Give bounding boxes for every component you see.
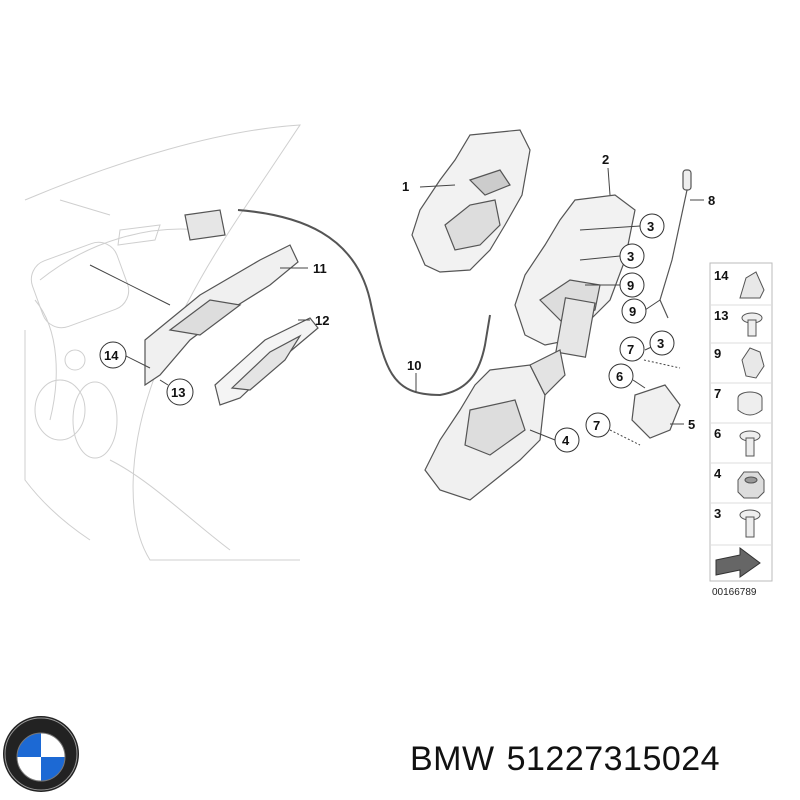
callout-10: 10 [407, 358, 421, 373]
leader-3a [579, 225, 641, 231]
callout-3a: 3 [647, 219, 654, 234]
callout-5: 5 [688, 417, 695, 432]
legend-nut-4-icon [737, 471, 765, 499]
bmw-logo [3, 716, 79, 792]
part-number: 51227315024 [506, 740, 721, 778]
part-2-door-lock [514, 194, 636, 358]
legend-screw-6-icon [739, 430, 761, 457]
callout-7b: 7 [593, 418, 600, 433]
legend-14: 14 [714, 268, 729, 283]
callout-circle-6 [608, 363, 634, 389]
legend-3: 3 [714, 506, 721, 521]
legend-7: 7 [714, 386, 721, 401]
callout-4: 4 [562, 433, 570, 448]
leader-14 [125, 355, 151, 369]
brand-name: BMW [410, 740, 495, 778]
leader-13 [159, 379, 169, 386]
part-caption: BMW 51227315024 [410, 740, 720, 779]
callout-circle-3b [619, 243, 645, 269]
callout-circle-9b [621, 298, 647, 324]
callout-12: 12 [315, 313, 329, 328]
callout-circle-3a [639, 213, 665, 239]
legend-4: 4 [714, 466, 722, 481]
leader-7a [643, 359, 681, 369]
callout-1: 1 [402, 179, 409, 194]
leader-3b [579, 255, 621, 261]
part-12-trim [214, 317, 319, 406]
callout-9b: 9 [629, 304, 636, 319]
leader-7b [609, 429, 641, 446]
callout-3c: 3 [657, 336, 664, 351]
legend-clip-14-icon [739, 271, 765, 299]
callout-14: 14 [104, 348, 119, 363]
callout-3b: 3 [627, 249, 634, 264]
legend-clip-9-icon [741, 347, 765, 379]
leader-2 [607, 167, 611, 196]
callout-8: 8 [708, 193, 715, 208]
callout-6: 6 [616, 369, 623, 384]
legend-grommet-7-icon [737, 391, 763, 416]
callout-circle-13 [166, 378, 194, 406]
part-1-door-lock [411, 129, 531, 273]
legend-screw-13-icon [741, 312, 763, 337]
door-panel-outline [24, 124, 301, 561]
callout-7a: 7 [627, 342, 634, 357]
legend-6: 6 [714, 426, 721, 441]
leader-1 [419, 184, 456, 188]
part-4-actuator [424, 349, 566, 501]
callout-2: 2 [602, 152, 609, 167]
legend-arrow-icon [715, 547, 761, 578]
callout-circle-3c [649, 330, 675, 356]
reference-code: 00166789 [712, 587, 757, 598]
leader-6 [632, 379, 646, 389]
callout-circle-9a [619, 272, 645, 298]
legend-13: 13 [714, 308, 728, 323]
callout-9a: 9 [627, 278, 634, 293]
part-8-rod [659, 169, 692, 319]
legend-9: 9 [714, 346, 721, 361]
callout-13: 13 [171, 385, 185, 400]
callout-circle-14 [99, 341, 127, 369]
part-10-cable [237, 209, 491, 397]
callout-11: 11 [313, 261, 327, 276]
fastener-legend: 14 13 9 7 6 4 3 [709, 262, 773, 582]
callout-circle-7b [585, 412, 611, 438]
leader-9b [644, 299, 661, 311]
leader-4 [529, 429, 556, 441]
part-11-inner-handle [144, 209, 299, 387]
callout-circle-7a [619, 336, 645, 362]
part-5-bracket [631, 384, 681, 439]
callout-circle-4 [554, 427, 580, 453]
leader-handle [89, 264, 171, 306]
legend-screw-3-icon [739, 509, 761, 538]
